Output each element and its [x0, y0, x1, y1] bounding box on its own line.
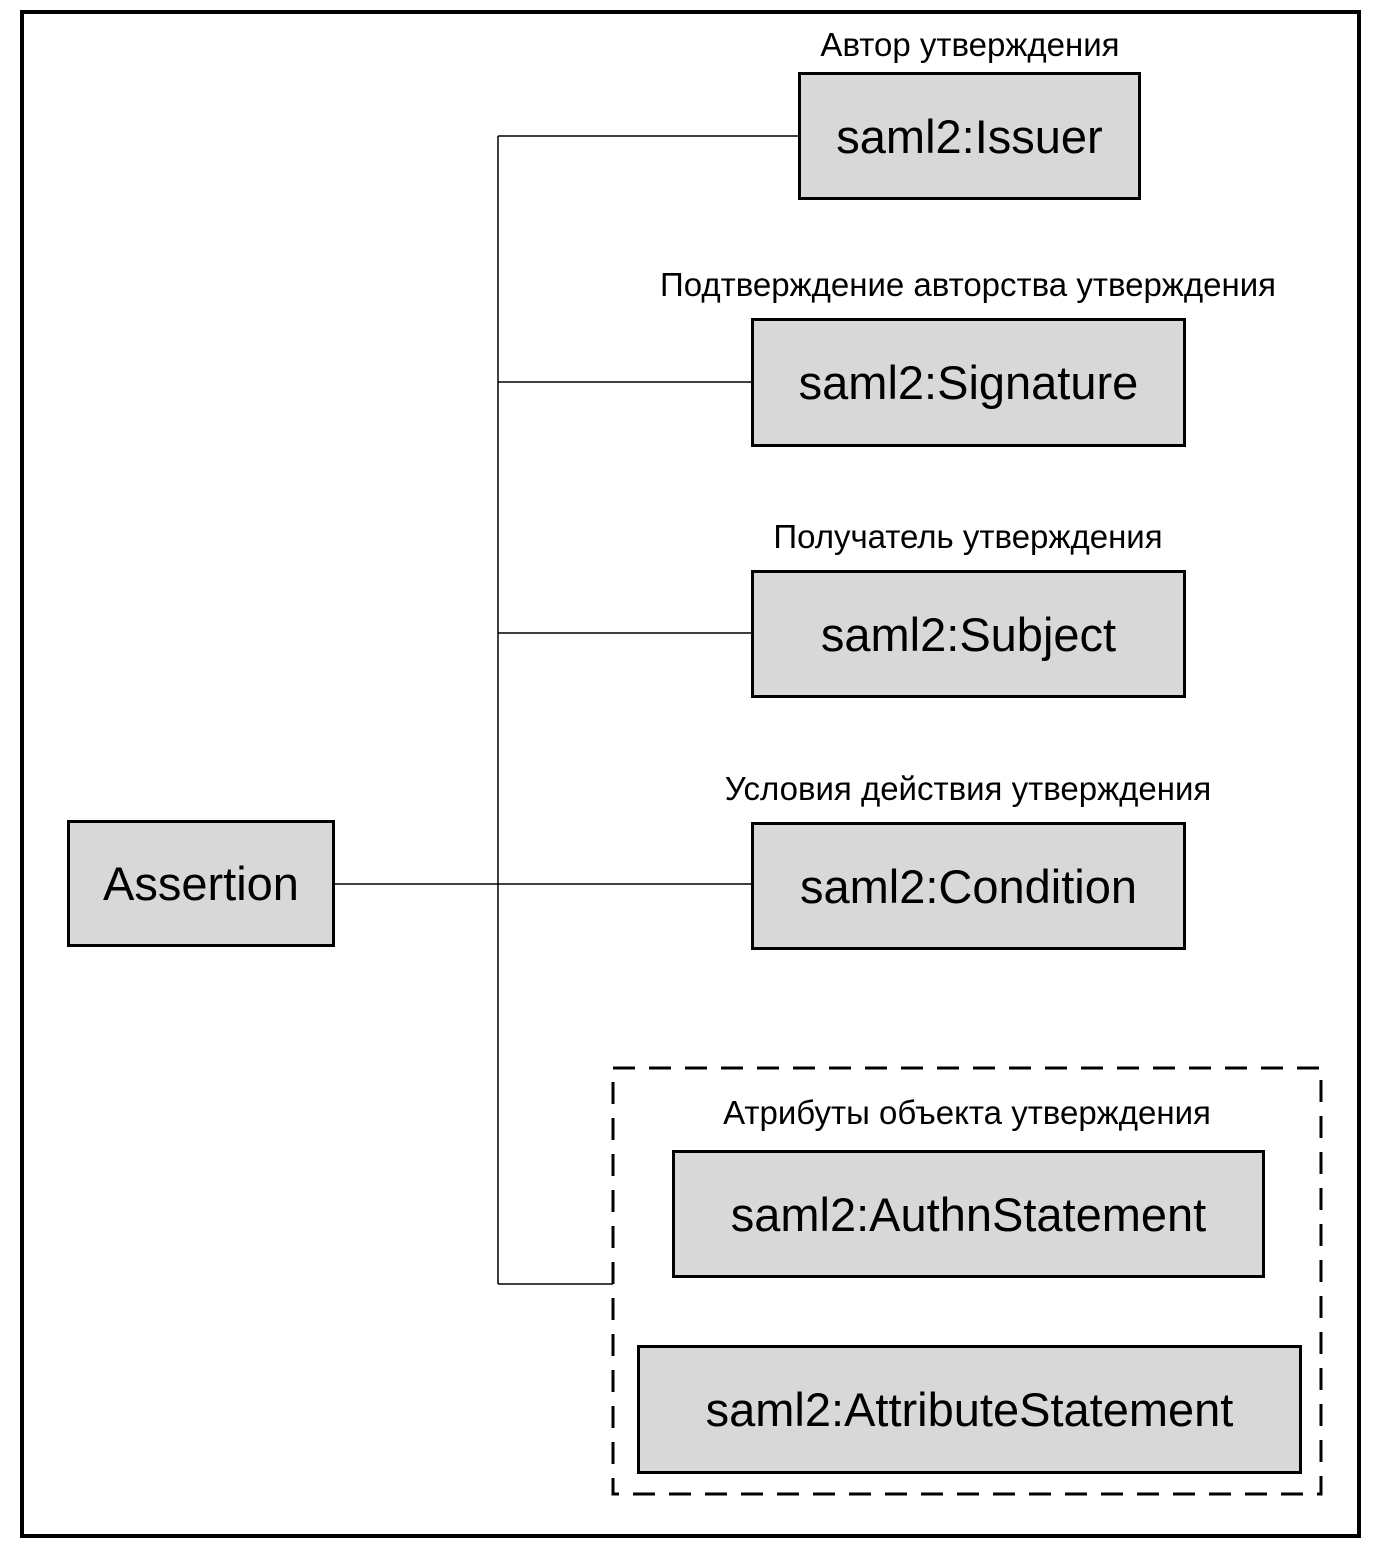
node-saml2-authnstatement: saml2:AuthnStatement — [672, 1150, 1265, 1278]
node-saml2-subject: saml2:Subject — [751, 570, 1186, 698]
node-assertion: Assertion — [67, 820, 335, 947]
caption-statements-group: Атрибуты объекта утверждения — [723, 1094, 1211, 1131]
caption-condition: Условия действия утверждения — [724, 770, 1212, 807]
node-saml2-issuer: saml2:Issuer — [798, 72, 1141, 200]
node-saml2-signature: saml2:Signature — [751, 318, 1186, 447]
node-saml2-attributestatement: saml2:AttributeStatement — [637, 1345, 1302, 1474]
caption-issuer: Автор утверждения — [820, 26, 1120, 63]
caption-subject: Получатель утверждения — [773, 518, 1163, 555]
node-saml2-condition: saml2:Condition — [751, 822, 1186, 950]
caption-signature: Подтверждение авторства утверждения — [659, 266, 1277, 303]
